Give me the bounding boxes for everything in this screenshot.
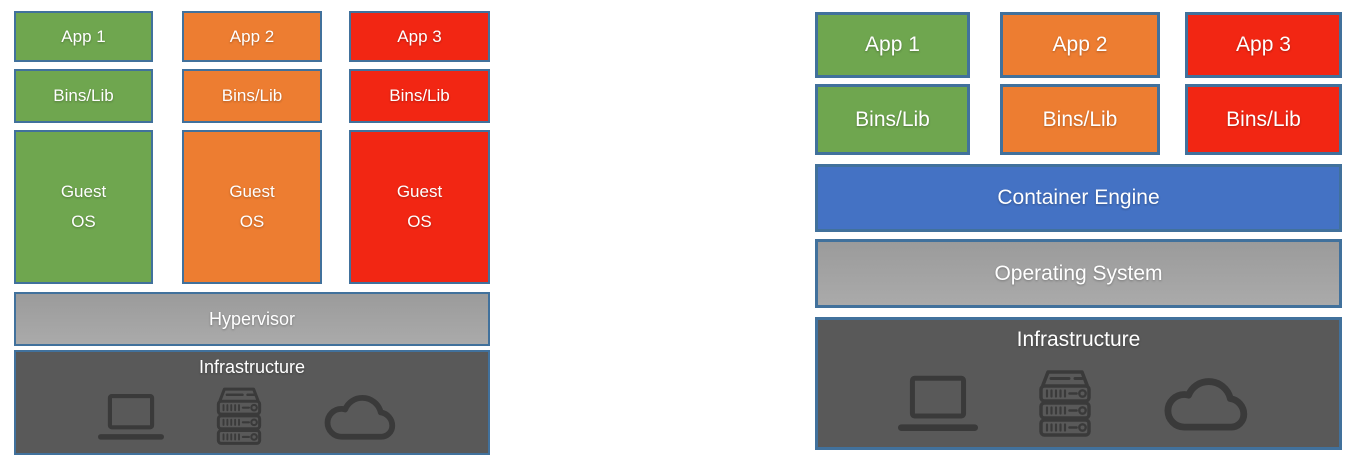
- vm-app-3-box: App 3: [349, 11, 490, 62]
- container-architecture-diagram: App 1 App 2 App 3 Bins/Lib Bins/Lib Bins…: [815, 12, 1342, 450]
- vm-infrastructure-label: Infrastructure: [198, 357, 306, 377]
- container-bins-lib-1-box: Bins/Lib: [815, 84, 970, 155]
- cloud-icon: [1164, 378, 1247, 431]
- server-rack-icon: [1038, 370, 1091, 437]
- container-bins-lib-2-box: Bins/Lib: [1000, 84, 1160, 155]
- container-infrastructure-icons: [897, 352, 1260, 447]
- cloud-icon: [324, 394, 396, 440]
- vm-bins-lib-2-box: Bins/Lib: [182, 69, 322, 123]
- vm-infrastructure-icons: [98, 378, 406, 453]
- vm-guest-os-3-box: Guest OS: [349, 130, 490, 284]
- vm-bins-lib-3-box: Bins/Lib: [349, 69, 490, 123]
- container-app-1-box: App 1: [815, 12, 970, 78]
- container-bins-lib-3-box: Bins/Lib: [1185, 84, 1342, 155]
- laptop-icon: [98, 394, 164, 440]
- laptop-icon: [897, 375, 978, 431]
- vm-guest-os-1-box: Guest OS: [14, 130, 153, 284]
- vm-architecture-diagram: App 1 App 2 App 3 Bins/Lib Bins/Lib Bins…: [14, 11, 490, 455]
- container-app-3-box: App 3: [1185, 12, 1342, 78]
- vm-guest-os-2-box: Guest OS: [182, 130, 322, 284]
- vm-bins-lib-1-box: Bins/Lib: [14, 69, 153, 123]
- vm-app-2-box: App 2: [182, 11, 322, 62]
- container-infrastructure-layer: Infrastructure: [815, 317, 1342, 450]
- container-app-2-box: App 2: [1000, 12, 1160, 78]
- server-rack-icon: [216, 387, 262, 445]
- container-infrastructure-label: Infrastructure: [1016, 328, 1141, 351]
- hypervisor-layer: Hypervisor: [14, 292, 490, 346]
- container-engine-layer: Container Engine: [815, 164, 1342, 232]
- vm-infrastructure-layer: Infrastructure: [14, 350, 490, 455]
- vm-app-1-box: App 1: [14, 11, 153, 62]
- operating-system-layer: Operating System: [815, 239, 1342, 308]
